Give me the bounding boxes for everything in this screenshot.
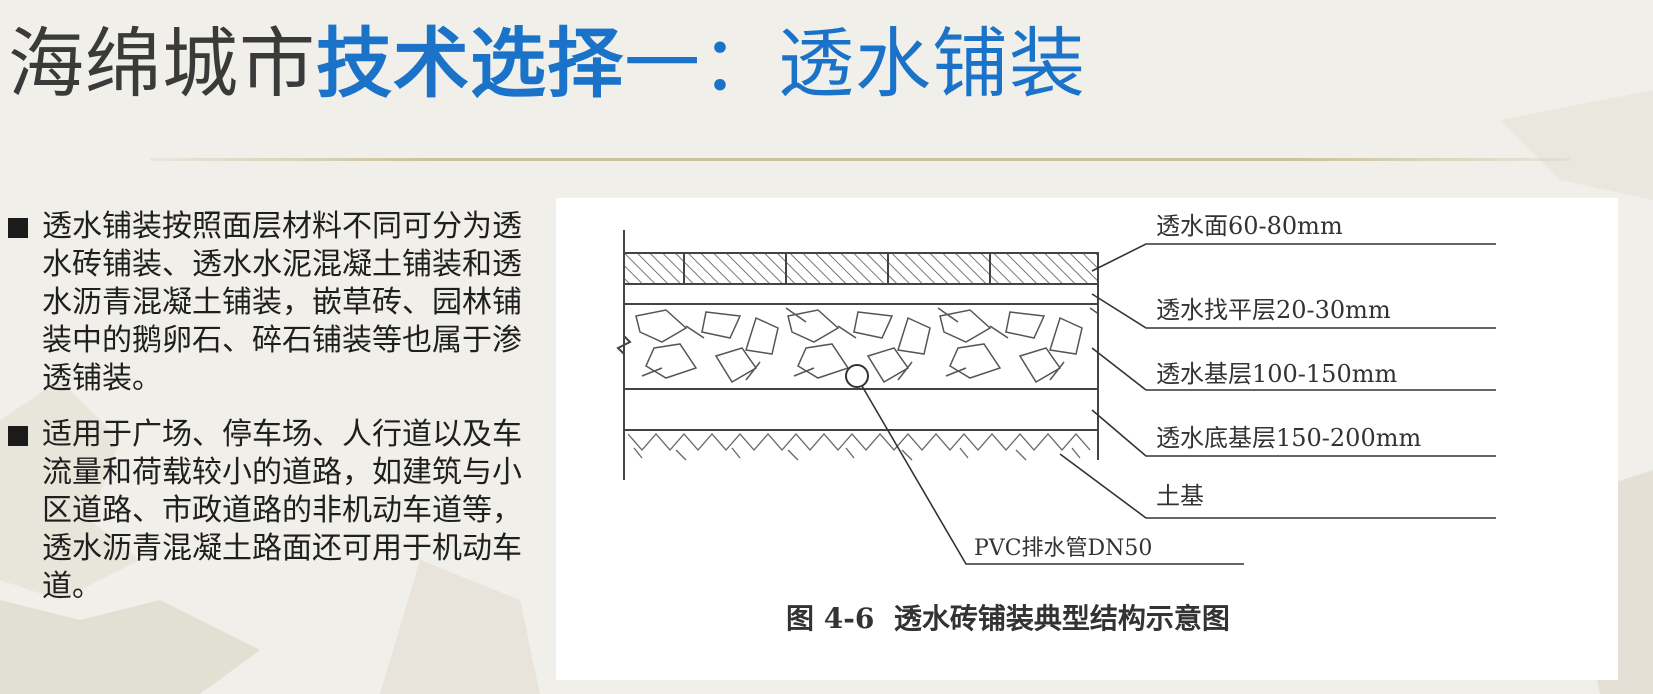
square-bullet-icon (8, 218, 28, 238)
pavement-structure-figure: 透水面60-80mm 透水找平层20-30mm 透水基层100-150mm 透水… (556, 198, 1618, 680)
bullet-item: 透水铺装按照面层材料不同可分为透水砖铺装、透水水泥混凝土铺装和透水沥青混凝土铺装… (8, 208, 543, 398)
surface-layer (623, 252, 1099, 285)
leader-lines (861, 243, 1496, 565)
leveling-layer (623, 283, 1099, 305)
title-divider (150, 158, 1570, 161)
soil-layer (624, 253, 1099, 461)
title-rest-part: 一：透水铺装 (624, 19, 1086, 108)
drain-pipe (845, 364, 869, 388)
pavement-section-diagram: 透水面60-80mm 透水找平层20-30mm 透水基层100-150mm 透水… (616, 212, 1496, 635)
label-surface: 透水面60-80mm (1156, 212, 1343, 240)
subbase-layer (623, 388, 1099, 431)
label-base: 透水基层100-150mm (1156, 360, 1397, 388)
bullet-text: 透水铺装按照面层材料不同可分为透水砖铺装、透水水泥混凝土铺装和透水沥青混凝土铺装… (42, 209, 522, 396)
label-leveling: 透水找平层20-30mm (1156, 296, 1391, 324)
bullet-item: 适用于广场、停车场、人行道以及车流量和荷载较小的道路，如建筑与小区道路、市政道路… (8, 416, 543, 606)
label-pipe: PVC排水管DN50 (974, 536, 1152, 561)
bullet-list: 透水铺装按照面层材料不同可分为透水砖铺装、透水水泥混凝土铺装和透水沥青混凝土铺装… (8, 208, 543, 624)
label-soil: 土基 (1156, 482, 1204, 510)
slide-title: 海绵城市技术选择一：透水铺装 (8, 14, 1086, 114)
square-bullet-icon (8, 426, 28, 446)
bullet-text: 适用于广场、停车场、人行道以及车流量和荷载较小的道路，如建筑与小区道路、市政道路… (42, 417, 522, 604)
title-bold-part: 技术选择 (316, 19, 624, 108)
figure-caption: 图 4-6 透水砖铺装典型结构示意图 (786, 602, 1230, 635)
label-subbase: 透水底基层150-200mm (1156, 424, 1421, 452)
title-plain-part: 海绵城市 (8, 19, 316, 108)
